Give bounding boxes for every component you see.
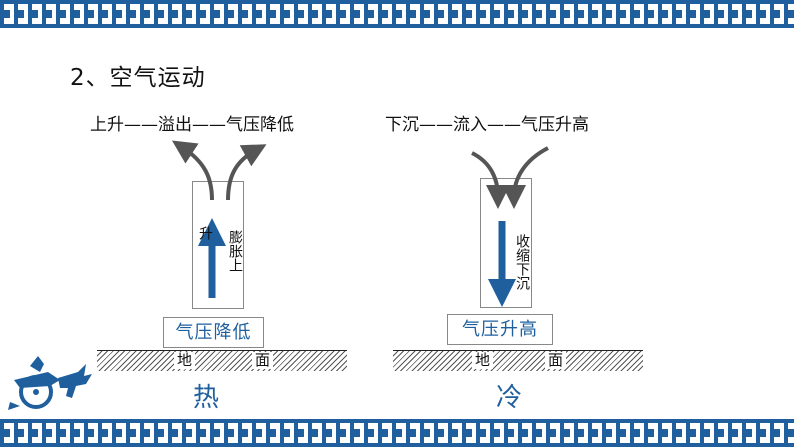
decorative-bottom-border <box>0 419 794 447</box>
right-column-text: 收缩下沉 <box>514 234 530 290</box>
right-ground <box>393 350 643 371</box>
right-ground-label-2: 面 <box>545 352 567 369</box>
outflow-arrow-right <box>226 144 267 201</box>
right-ground-label-1: 地 <box>472 352 494 369</box>
hot-label: 热 <box>193 383 220 413</box>
low-pressure-label: 气压降低 <box>163 317 264 348</box>
left-column-text-a: 升 <box>197 226 213 240</box>
chariot-logo-icon <box>8 356 92 410</box>
left-ground-label-2: 面 <box>252 352 274 369</box>
slide-title: 2、空气运动 <box>70 65 206 91</box>
inflow-arrow-left <box>471 151 510 209</box>
left-ground-label-1: 地 <box>174 352 196 369</box>
left-caption: 上升——溢出——气压降低 <box>90 115 294 135</box>
cold-label: 冷 <box>496 383 523 413</box>
inflow-arrow-right <box>502 146 549 209</box>
left-column-text-b: 膨胀上 <box>227 230 243 272</box>
left-ground <box>97 350 347 371</box>
decorative-top-border <box>0 0 794 28</box>
high-pressure-label: 气压升高 <box>447 314 553 345</box>
right-caption: 下沉——流入——气压升高 <box>385 115 589 135</box>
outflow-arrow-left <box>171 140 214 201</box>
